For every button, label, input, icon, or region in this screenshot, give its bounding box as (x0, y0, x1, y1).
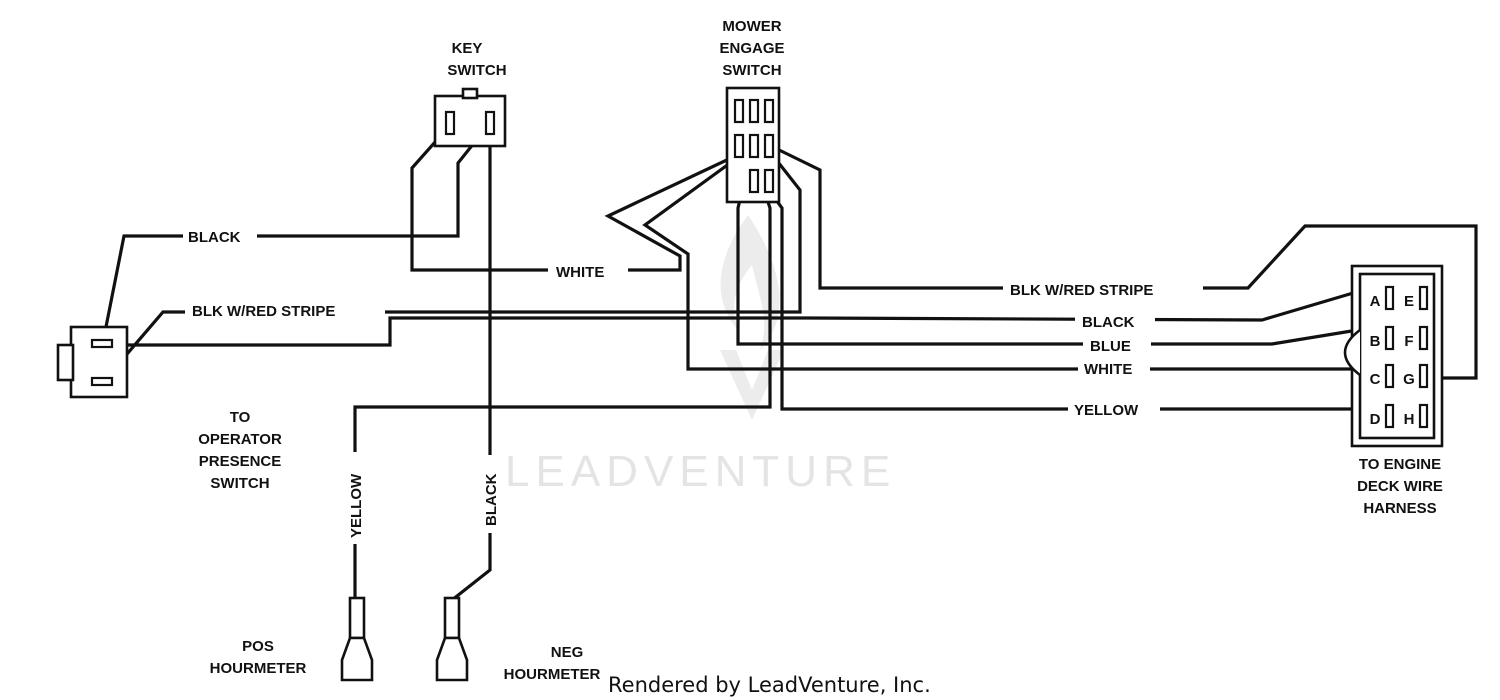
engage-pin (748, 133, 760, 159)
label-white-right: WHITE (1084, 361, 1132, 378)
harness-key-notch (1343, 328, 1361, 377)
harness-pin-slot (1384, 403, 1395, 429)
watermark-chevron-icon (720, 350, 784, 420)
watermark-text: LEADVENTURE (505, 447, 896, 496)
engage-switch-label-3: SWITCH (722, 62, 781, 79)
op-switch-pin-1 (90, 338, 114, 349)
label-blue-right: BLUE (1090, 338, 1131, 355)
harness-pin-slot (1418, 325, 1429, 351)
key-switch-label-1: KEY (452, 40, 483, 57)
op-switch-cap (56, 343, 75, 382)
wire-yellow-down (353, 177, 772, 600)
label-black-left: BLACK (188, 229, 241, 246)
wire-white-harness (642, 148, 1370, 371)
neg-terminal-barrel (443, 596, 461, 640)
harness-pin-b: B (1370, 333, 1381, 350)
label-blk-red-right: BLK W/RED STRIPE (1010, 282, 1153, 299)
op-switch-label-2: OPERATOR (198, 431, 282, 448)
label-yellow-right: YELLOW (1074, 402, 1139, 419)
neg-terminal-flare (435, 636, 469, 682)
pos-terminal-flare (340, 636, 374, 682)
harness-label-3: HARNESS (1363, 500, 1436, 517)
wire-black-neg (451, 123, 492, 602)
label-yellow-vertical: YELLOW (348, 473, 365, 538)
harness-pin-h: H (1404, 411, 1415, 428)
engage-switch-label-2: ENGAGE (719, 40, 784, 57)
watermark-flame-icon (720, 215, 780, 350)
key-switch-tab (461, 87, 479, 100)
wire-blk-red-left (101, 147, 802, 384)
pos-hourmeter: POS HOURMETER (210, 596, 374, 682)
key-switch-pin-1 (444, 110, 456, 136)
engage-pin (748, 168, 760, 194)
key-switch-pin-2 (484, 110, 496, 136)
op-switch-pin-2 (90, 376, 114, 387)
harness-pin-a: A (1370, 293, 1381, 310)
mower-engage-switch: MOWER ENGAGE SWITCH (719, 18, 785, 204)
wires (101, 121, 1478, 602)
harness-pin-slot (1418, 363, 1429, 389)
pos-hourmeter-label-1: POS (242, 638, 274, 655)
wire-blk-red-right (774, 146, 1478, 380)
harness-pin-slot (1384, 363, 1395, 389)
engage-switch-label-1: MOWER (722, 18, 781, 35)
harness-pin-c: C (1370, 371, 1381, 388)
credit-line: Rendered by LeadVenture, Inc. (608, 673, 931, 697)
label-black-vertical: BLACK (483, 473, 500, 526)
op-switch-label-1: TO (230, 409, 251, 426)
harness-pin-slot (1384, 325, 1395, 351)
wire-labels: BLACK BLK W/RED STRIPE WHITE BLK W/RED S… (183, 226, 1203, 544)
key-switch-label-2: SWITCH (447, 62, 506, 79)
wire-black-left (101, 122, 492, 343)
wire-black-op-return (112, 316, 808, 347)
key-switch: KEY SWITCH (433, 40, 507, 148)
harness-pin-slot (1418, 403, 1429, 429)
watermark: LEADVENTURE (505, 215, 896, 496)
label-blk-red-left: BLK W/RED STRIPE (192, 303, 335, 320)
engage-pin (733, 98, 745, 124)
operator-presence-switch: TO OPERATOR PRESENCE SWITCH (56, 325, 282, 492)
engage-pin (748, 98, 760, 124)
neg-hourmeter: NEG HOURMETER (435, 596, 601, 683)
engage-pin (763, 133, 775, 159)
engage-pin (763, 168, 775, 194)
harness-label-1: TO ENGINE (1359, 456, 1441, 473)
neg-hourmeter-label-1: NEG (551, 644, 584, 661)
harness-pin-d: D (1370, 411, 1381, 428)
harness-pin-slot (1418, 285, 1429, 311)
harness-pin-f: F (1404, 333, 1413, 350)
pos-terminal-barrel (348, 596, 366, 640)
op-switch-label-4: SWITCH (210, 475, 269, 492)
engine-deck-harness: A E B F C G D H TO ENGINE DECK WIRE HARNES… (1343, 264, 1444, 517)
harness-pin-slot (1384, 285, 1395, 311)
op-switch-label-3: PRESENCE (199, 453, 282, 470)
wire-white-center (410, 121, 749, 272)
harness-pin-e: E (1404, 293, 1414, 310)
harness-label-2: DECK WIRE (1357, 478, 1443, 495)
label-black-right: BLACK (1082, 314, 1135, 331)
engage-pin (763, 98, 775, 124)
label-white-center: WHITE (556, 264, 604, 281)
wire-black-harness (807, 286, 1371, 322)
pos-hourmeter-label-2: HOURMETER (210, 660, 307, 677)
op-switch-body (69, 325, 129, 399)
harness-pin-g: G (1403, 371, 1415, 388)
engage-pin (733, 133, 745, 159)
neg-hourmeter-label-2: HOURMETER (504, 666, 601, 683)
